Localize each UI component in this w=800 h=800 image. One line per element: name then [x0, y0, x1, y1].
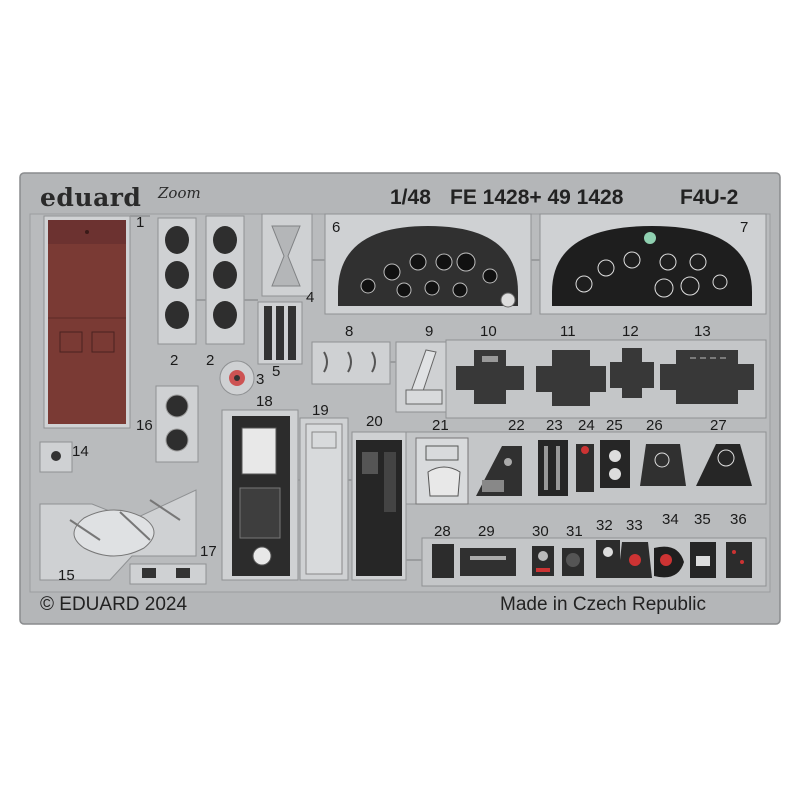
part-27	[696, 444, 752, 486]
part-9	[395, 341, 449, 413]
part-label-5: 5	[272, 363, 281, 380]
part-label-19: 19	[312, 402, 329, 419]
part-13	[660, 350, 754, 404]
part-23	[538, 440, 568, 496]
part-34	[654, 546, 684, 578]
part-label-13: 13	[694, 323, 711, 340]
part-label-9: 9	[425, 323, 434, 340]
part-label-22: 22	[508, 417, 525, 434]
part-label-4: 4	[306, 289, 315, 306]
part-label-29: 29	[478, 523, 495, 540]
part-label-28: 28	[434, 523, 451, 540]
part-4	[261, 213, 313, 297]
part-label-16: 16	[136, 417, 153, 434]
part-label-7: 7	[740, 219, 749, 236]
part-29	[460, 548, 516, 576]
part-11	[536, 350, 606, 406]
part-label-10: 10	[480, 323, 497, 340]
part-2-right	[205, 215, 245, 345]
part-15	[39, 489, 197, 581]
part-label-23: 23	[546, 417, 563, 434]
part-21	[415, 437, 469, 505]
part-32	[596, 540, 620, 578]
part-12	[610, 348, 654, 398]
part-label-14: 14	[72, 443, 89, 460]
part-label-33: 33	[626, 517, 643, 534]
part-label-17: 17	[200, 543, 217, 560]
part-10	[456, 350, 524, 404]
part-20	[351, 431, 407, 581]
scale-label: 1/48	[390, 186, 431, 209]
part-36	[726, 542, 752, 578]
part-30	[532, 546, 554, 576]
part-label-25: 25	[606, 417, 623, 434]
part-label-2a: 2	[170, 352, 179, 369]
part-label-26: 26	[646, 417, 663, 434]
part-22	[476, 446, 522, 496]
part-25	[600, 440, 630, 488]
part-18	[221, 409, 299, 581]
part-26	[640, 444, 686, 486]
part-3	[219, 360, 255, 396]
part-7-instrument-face	[539, 213, 767, 315]
part-label-6: 6	[332, 219, 341, 236]
part-label-1: 1	[136, 214, 145, 231]
part-label-20: 20	[366, 413, 383, 430]
part-label-11: 11	[560, 323, 576, 340]
zoom-logo: Zoom	[158, 184, 201, 202]
part-35	[690, 542, 716, 578]
part-label-35: 35	[694, 511, 711, 528]
part-31	[562, 548, 584, 576]
part-label-15: 15	[58, 567, 75, 584]
part-28	[432, 544, 454, 578]
part-label-21: 21	[432, 417, 449, 434]
part-label-24: 24	[578, 417, 595, 434]
sprue-gates	[130, 215, 540, 561]
part-2-left	[157, 217, 197, 345]
part-24	[576, 444, 594, 492]
part-label-3: 3	[256, 371, 265, 388]
aircraft-name: F4U-2	[680, 186, 739, 209]
origin-text: Made in Czech Republic	[500, 594, 706, 615]
part-label-12: 12	[622, 323, 639, 340]
part-8	[311, 341, 391, 385]
part-label-2b: 2	[206, 352, 215, 369]
brand-logo: eduard	[40, 183, 142, 212]
part-label-30: 30	[532, 523, 549, 540]
part-label-8: 8	[345, 323, 354, 340]
part-17	[129, 563, 207, 585]
part-label-31: 31	[566, 523, 583, 540]
part-label-36: 36	[730, 511, 747, 528]
copyright-text: © EDUARD 2024	[40, 594, 188, 615]
part-5	[257, 301, 303, 365]
part-6-instrument-panel	[324, 213, 532, 315]
part-19	[299, 417, 349, 581]
product-codes: FE 1428+ 49 1428	[450, 186, 624, 209]
part-33	[618, 542, 652, 578]
part-label-34: 34	[662, 511, 679, 528]
part-16	[155, 385, 199, 463]
part-label-27: 27	[710, 417, 727, 434]
part-1-belts	[43, 215, 131, 429]
part-label-32: 32	[596, 517, 613, 534]
part-14	[39, 441, 73, 473]
part-label-18: 18	[256, 393, 273, 410]
